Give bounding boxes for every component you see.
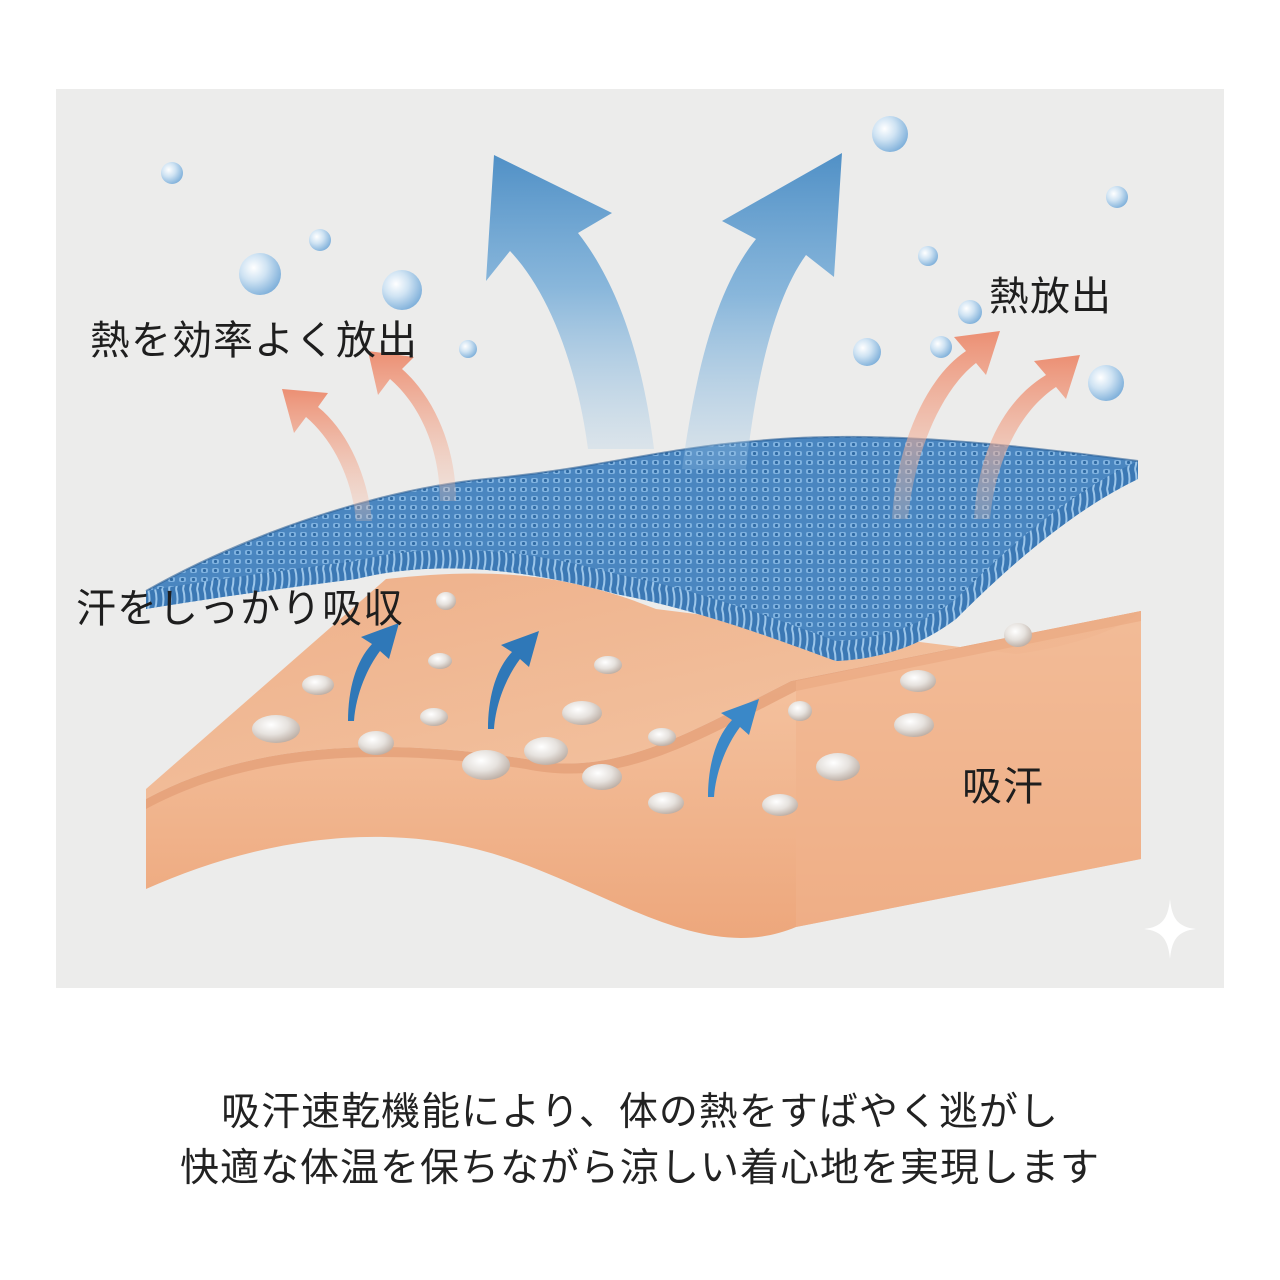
heat-efficient-label: 熱を効率よく放出 — [90, 318, 418, 364]
illustration-panel: 熱を効率よく放出 熱放出 汗をしっかり吸収 吸汗 — [56, 89, 1224, 988]
mesh-fabric-layer — [145, 435, 1139, 661]
heat-release-label: 熱放出 — [989, 274, 1112, 320]
sweat-absorb-label: 汗をしっかり吸収 — [76, 586, 404, 632]
sweat-drops — [252, 592, 1032, 816]
air-flow-arrow-icon — [486, 153, 842, 469]
water-bubble-icon — [161, 116, 1128, 401]
sparkle-icon — [1144, 899, 1196, 959]
caption: 吸汗速乾機能により、体の熱をすばやく逃がし 快適な体温を保ちながら涼しい着心地を… — [0, 1085, 1280, 1197]
caption-line-1: 吸汗速乾機能により、体の熱をすばやく逃がし — [221, 1090, 1059, 1135]
sweat-absorb-arrow-icon — [348, 623, 759, 797]
heat-arrow-icon — [282, 331, 1080, 521]
fabric-diagram — [145, 116, 1196, 959]
absorb-label: 吸汗 — [962, 764, 1044, 810]
skin-layer — [146, 573, 1141, 938]
caption-line-2: 快適な体温を保ちながら涼しい着心地を実現します — [179, 1146, 1100, 1191]
